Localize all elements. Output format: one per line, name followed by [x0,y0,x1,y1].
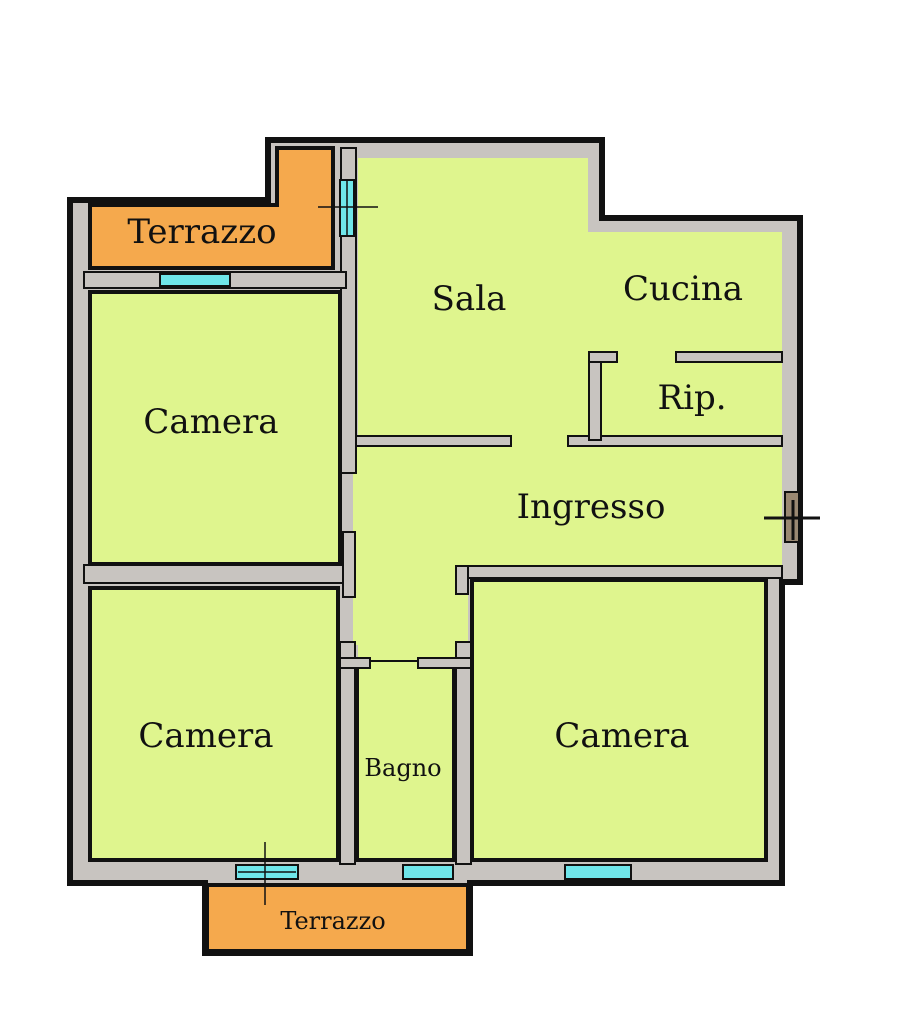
label-bagno: Bagno [364,754,441,782]
wall-rip-top-right [675,351,783,363]
label-camera-top-left: Camera [143,402,278,442]
cross-marker-entrance [764,500,820,540]
window-camera-bottom-right [564,864,632,880]
label-camera-bottom-right: Camera [554,716,689,756]
label-terrazzo-top: Terrazzo [127,212,276,252]
window-terrace-top [159,273,231,287]
label-ingresso: Ingresso [517,487,666,527]
label-sala: Sala [432,279,507,319]
label-cucina: Cucina [623,269,743,309]
wall-bagno-right [455,641,472,865]
label-ripostiglio: Rip. [657,378,726,418]
wall-bagno-left [339,641,356,865]
cross-marker-top [318,180,378,236]
wall-rip-left [588,351,602,441]
terrace-bottom [205,883,470,953]
wall-bagno-top-right [417,657,472,669]
wall-corridor-stub-left [342,531,356,598]
room-sala-ingresso-cucina [350,158,782,660]
label-camera-bottom-left: Camera [138,716,273,756]
cross-marker-bottom [238,842,296,905]
terrace-top [88,146,335,270]
wall-sala-bottom-left [355,435,512,447]
label-terrazzo-bottom: Terrazzo [280,907,385,935]
wall-rip-top-left [588,351,618,363]
window-bagno [402,864,454,880]
wall-bagno-top-left [339,657,371,669]
wall-sala-bottom-right [567,435,783,447]
wall-camera-right-stub [455,565,469,595]
wall-camera-right-top [455,565,783,579]
room-camera-bottom-right [470,578,768,862]
wall-camere-left [83,564,347,584]
room-camera-bottom-left [88,586,340,862]
